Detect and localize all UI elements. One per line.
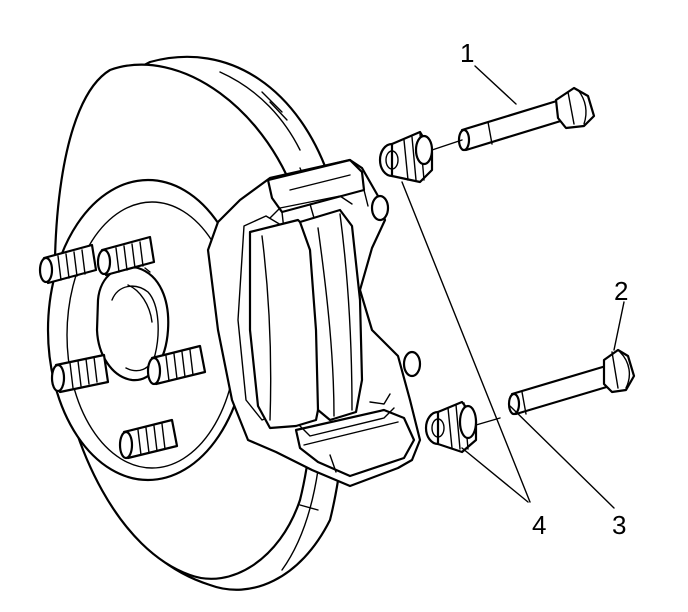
guide-pin-lower <box>507 348 636 416</box>
pad-clip-top <box>269 195 353 219</box>
pad-clip-bottom <box>299 393 395 437</box>
pin-boot-upper <box>378 130 434 184</box>
wheel-stud-4 <box>146 344 207 386</box>
callout-3: 3 <box>612 510 626 540</box>
brake-pad-inner <box>298 208 364 422</box>
assembly-lines <box>431 139 501 426</box>
brake-pad-outer <box>248 218 326 430</box>
wheel-stud-2 <box>96 235 156 277</box>
wheel-stud-3 <box>50 353 110 394</box>
pin-boot-lower <box>424 400 478 454</box>
leader-lines <box>401 65 625 509</box>
callout-1: 1 <box>460 38 474 68</box>
wheel-stud-1 <box>38 243 98 285</box>
callout-4: 4 <box>532 510 546 540</box>
callout-2: 2 <box>614 276 628 306</box>
wheel-stud-5 <box>118 418 179 460</box>
guide-pin-upper <box>457 86 596 152</box>
